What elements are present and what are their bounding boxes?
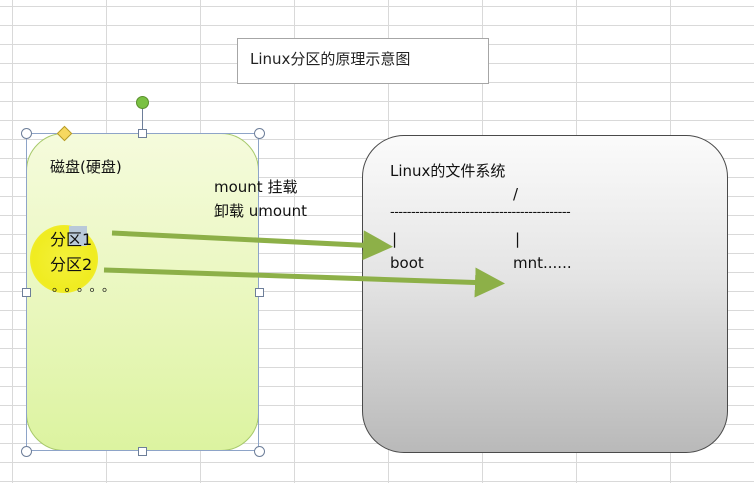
partition-2-label[interactable]: 分区2 (50, 255, 93, 274)
resize-handle-bottom[interactable] (138, 447, 147, 456)
diagram-title: Linux分区的原理示意图 (250, 50, 411, 68)
linux-filesystem-shape[interactable] (362, 135, 728, 453)
resize-handle-top[interactable] (138, 129, 147, 138)
mnt-dir: mnt...... (513, 254, 572, 272)
arrow-partition2-to-mnt (103, 267, 505, 298)
resize-handle-bottom-right[interactable] (254, 446, 265, 457)
resize-handle-top-left[interactable] (21, 128, 32, 139)
resize-handle-bottom-left[interactable] (21, 446, 32, 457)
resize-handle-right[interactable] (255, 288, 264, 297)
more-partitions-dots: 。。。。。 (52, 280, 122, 295)
rotation-handle-stem (142, 108, 143, 132)
resize-handle-top-right[interactable] (254, 128, 265, 139)
text-selection-highlight (69, 226, 87, 246)
unmount-label: 卸载 umount (214, 202, 307, 220)
resize-handle-left[interactable] (22, 288, 31, 297)
disk-label: 磁盘(硬盘) (50, 158, 122, 176)
partition-1-label[interactable]: 分区1 (50, 230, 93, 249)
branch-left: | (392, 230, 398, 248)
mount-label: mount 挂载 (214, 178, 298, 196)
boot-dir: boot (390, 254, 424, 272)
root-dir: / (513, 185, 519, 203)
branch-right: | (515, 230, 521, 248)
filesystem-title: Linux的文件系统 (390, 162, 506, 180)
rotation-handle[interactable] (136, 96, 149, 109)
title-box[interactable]: Linux分区的原理示意图 (237, 38, 489, 84)
arrow-partition1-to-boot (111, 230, 393, 261)
separator-line: ----------------------------------------… (390, 205, 571, 220)
